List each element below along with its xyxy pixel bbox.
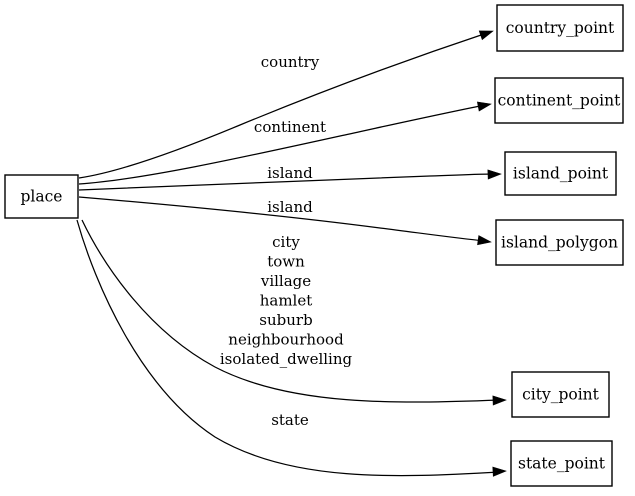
nodes-layer: place country_point continent_point island_… [4, 4, 624, 487]
edge-label-line: isolated_dwelling [220, 350, 353, 368]
node-island_polygon[interactable]: island_polygon [495, 219, 624, 266]
edge-label-line: neighbourhood [228, 331, 344, 349]
node-continent_point[interactable]: continent_point [494, 77, 624, 124]
edge-label-continent_point: continent [254, 118, 326, 136]
edge-label-island_point: island [267, 164, 313, 182]
edge-label-line: town [267, 253, 305, 271]
edge-line [76, 219, 501, 477]
node-label: state_point [518, 455, 606, 473]
node-label: place [21, 188, 63, 206]
node-island_point[interactable]: island_point [504, 151, 617, 196]
edge-label-line: city [272, 233, 300, 251]
node-box[interactable] [511, 371, 610, 418]
edge-label-line: island [267, 198, 313, 216]
node-box[interactable] [494, 77, 624, 124]
node-label: city_point [522, 386, 600, 404]
edge-place-to-island_polygon [78, 196, 492, 246]
edge-line [78, 32, 488, 179]
node-country_point[interactable]: country_point [496, 4, 624, 52]
arrowhead-icon [478, 30, 494, 41]
edge-label-line: state [271, 411, 309, 429]
node-box[interactable] [510, 440, 613, 487]
edge-label-line: continent [254, 118, 326, 136]
edge-line [78, 104, 486, 185]
node-box[interactable] [496, 4, 624, 52]
node-place[interactable]: place [4, 174, 79, 219]
arrowhead-icon [492, 466, 507, 477]
arrowhead-icon [492, 395, 507, 406]
node-box[interactable] [495, 219, 624, 266]
edge-label-line: country [261, 53, 320, 71]
edge-line [81, 219, 501, 403]
edge-place-to-country_point [78, 30, 494, 179]
edge-label-line: village [260, 272, 311, 290]
node-label: island_polygon [501, 234, 618, 252]
node-box[interactable] [504, 151, 617, 196]
edge-place-to-city_point [81, 219, 507, 406]
edge-label-line: hamlet [260, 292, 313, 310]
edge-place-to-island_point [78, 169, 502, 191]
node-box[interactable] [4, 174, 79, 219]
edge-label-state_point: state [271, 411, 309, 429]
edge-place-to-continent_point [78, 101, 492, 185]
edge-label-line: suburb [259, 311, 312, 329]
edge-place-to-state_point [76, 219, 507, 477]
arrowhead-icon [477, 235, 492, 246]
arrowhead-icon [487, 169, 502, 180]
node-label: continent_point [498, 92, 621, 110]
node-label: country_point [506, 19, 615, 37]
node-city_point[interactable]: city_point [511, 371, 610, 418]
edge-label-line: island [267, 164, 313, 182]
edge-line [78, 196, 486, 242]
node-label: island_point [513, 165, 609, 183]
node-state_point[interactable]: state_point [510, 440, 613, 487]
edge-label-country_point: country [261, 53, 320, 71]
edges-layer [76, 30, 507, 477]
edge-label-island_polygon: island [267, 198, 313, 216]
arrowhead-icon [476, 101, 492, 112]
edge-line [78, 173, 496, 191]
